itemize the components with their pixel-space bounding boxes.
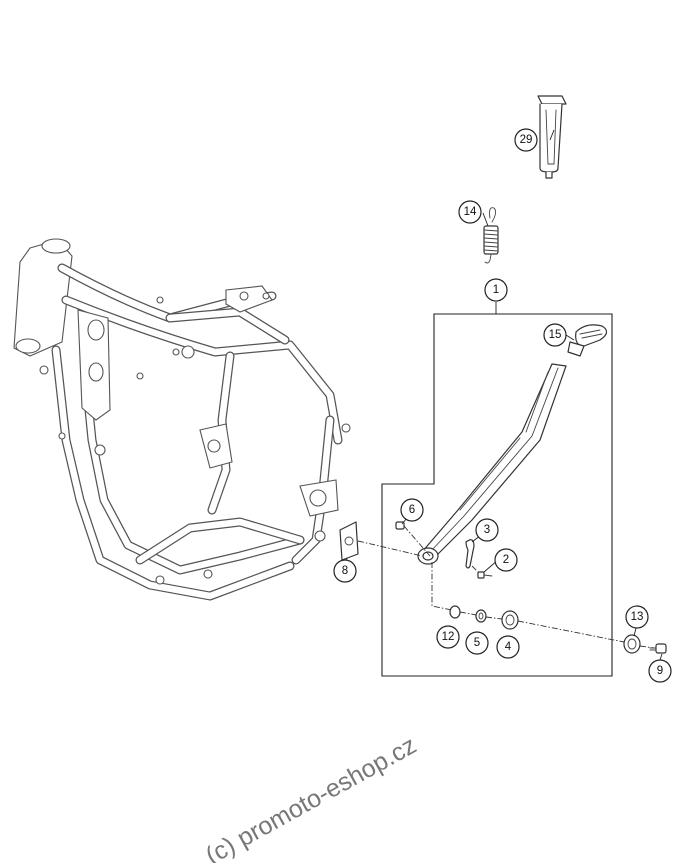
callout-8: 8 [333, 559, 357, 583]
callout-13: 13 [625, 605, 649, 629]
callout-8-label: 8 [342, 565, 348, 577]
part-1-side-stand [417, 363, 567, 565]
callout-2: 2 [494, 548, 518, 572]
callout-1: 1 [484, 278, 508, 302]
callout-9-label: 9 [657, 665, 663, 677]
callout-6-label: 6 [409, 504, 415, 516]
part-4-bushing [501, 610, 519, 630]
callout-14-label: 14 [464, 206, 477, 218]
callout-29: 29 [514, 128, 538, 152]
callout-3-label: 3 [484, 524, 490, 536]
callout-15: 15 [543, 323, 567, 347]
callout-9: 9 [648, 659, 672, 683]
assembly-lines [357, 525, 655, 649]
callout-1-label: 1 [493, 284, 499, 296]
part-3-bracket [465, 539, 475, 569]
callout-14: 14 [458, 200, 482, 224]
callout-3: 3 [475, 518, 499, 542]
callout-6: 6 [400, 498, 424, 522]
callout-4: 4 [496, 635, 520, 659]
callout-2-label: 2 [503, 554, 509, 566]
callout-5: 5 [465, 631, 489, 655]
part-9-bolt [649, 643, 667, 654]
callout-29-label: 29 [520, 134, 533, 146]
part-15-rubber-foot [567, 324, 608, 357]
callout-13-label: 13 [631, 611, 644, 623]
callout-5-label: 5 [474, 637, 480, 649]
frame-steering-head [13, 238, 73, 357]
callout-4-label: 4 [505, 641, 512, 653]
assembly-group-box [381, 313, 613, 677]
part-14-spring [483, 207, 499, 264]
callout-15-label: 15 [549, 329, 562, 341]
frame-illustration [13, 238, 351, 601]
part-2-screw [477, 571, 493, 579]
part-5-ring [475, 609, 487, 623]
part-8-bracket [339, 521, 359, 561]
frame-brackets [39, 285, 351, 585]
callout-12-label: 12 [442, 631, 455, 643]
watermark-text: (c) promoto-eshop.cz [200, 731, 422, 863]
part-13-bushing [623, 634, 641, 654]
frame-tubes [51, 263, 343, 601]
callout-12: 12 [436, 625, 460, 649]
